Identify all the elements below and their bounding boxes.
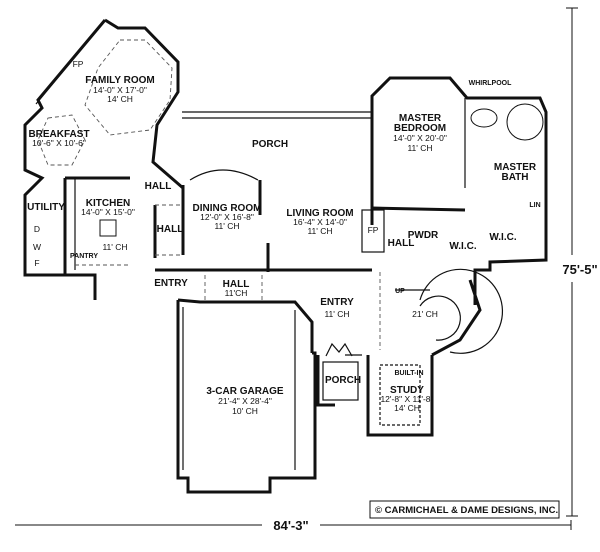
dimension-lines: 75'-5" 84'-3" [15,7,598,533]
study-ceiling: 14' CH [394,403,420,413]
family-room-size: 14'-0" X 17'-0" [93,85,147,95]
entry-side-label: ENTRY [154,278,188,289]
hall-upper-label: HALL [145,181,172,192]
master-bath-label-2: BATH [501,172,528,183]
garage-size: 21'-4" X 28'-4" [218,396,272,406]
master-bedroom-label-2: BEDROOM [394,123,446,134]
kitchen-island [99,219,117,237]
stair-ceiling: 21' CH [412,309,438,319]
hall-side-label: HALL [157,224,184,235]
hall-master-label: HALL [388,238,415,249]
fp-living-label: FP [368,225,379,235]
shower [506,103,544,141]
living-room-size: 16'-4" X 14'-0" [293,217,347,227]
appliance-f: F [34,258,39,268]
wic1-label: W.I.C. [449,241,476,252]
utility-label: UTILITY [27,202,65,213]
copyright-box: © CARMICHAEL & DAME DESIGNS, INC. [369,500,560,519]
kitchen-ceiling: 11' CH [102,242,127,252]
study-builtin-label: BUILT-IN [394,370,423,377]
study-size: 12'-8" X 11'-8" [380,394,433,404]
living-room-label: LIVING ROOM [286,208,353,219]
appliance-d: D [34,224,40,234]
garage-ceiling: 10' CH [232,406,258,416]
kitchen-label: KITCHEN [86,198,130,209]
master-bedroom-size: 14'-0" X 20'-0" [393,133,447,143]
master-bath-label-1: MASTER [494,162,537,173]
pantry-label: PANTRY [70,253,98,260]
entry-main-label: ENTRY [320,297,354,308]
breakfast-size: 10'-6" X 10'-6" [32,138,86,148]
pwdr-label: PWDR [408,230,439,241]
stair-up-label: UP [395,288,405,295]
depth-dimension: 75'-5" [562,262,597,277]
fp-family-label: FP [73,59,84,69]
walls [23,18,548,494]
whirlpool-tub [470,108,498,128]
entry-main-ceiling: 11' CH [324,309,349,319]
study-label: STUDY [390,385,424,396]
dining-room-label: DINING ROOM [193,203,262,214]
dining-room-size: 12'-0" X 16'-8" [200,212,254,222]
family-room-ceiling: 14' CH [107,94,133,104]
garage-label: 3-CAR GARAGE [206,386,284,397]
family-room-label: FAMILY ROOM [85,75,154,86]
master-bedroom-label-1: MASTER [399,113,442,124]
kitchen-size: 14'-0" X 15'-0" [81,207,135,217]
ceiling-details [37,39,381,350]
porch-front-label: PORCH [325,375,361,386]
width-dimension: 84'-3" [273,518,308,533]
room-labels: FP FAMILY ROOM 14'-0" X 17'-0" 14' CH BR… [27,59,544,416]
living-room-ceiling: 11' CH [307,226,332,236]
porch-rear-label: PORCH [252,139,288,150]
appliance-w: W [33,242,41,252]
wic2-label: W.I.C. [489,232,516,243]
lin-label: LIN [529,202,540,209]
copyright-text: © CARMICHAEL & DAME DESIGNS, INC. [375,505,558,516]
master-bedroom-ceiling: 11' CH [407,143,432,153]
dining-room-ceiling: 11' CH [214,221,239,231]
breakfast-label: BREAKFAST [28,129,89,140]
hall-center-ceiling: 11'CH [225,288,248,298]
whirlpool-label: WHIRLPOOL [469,80,512,87]
hall-center-label: HALL [223,279,250,290]
